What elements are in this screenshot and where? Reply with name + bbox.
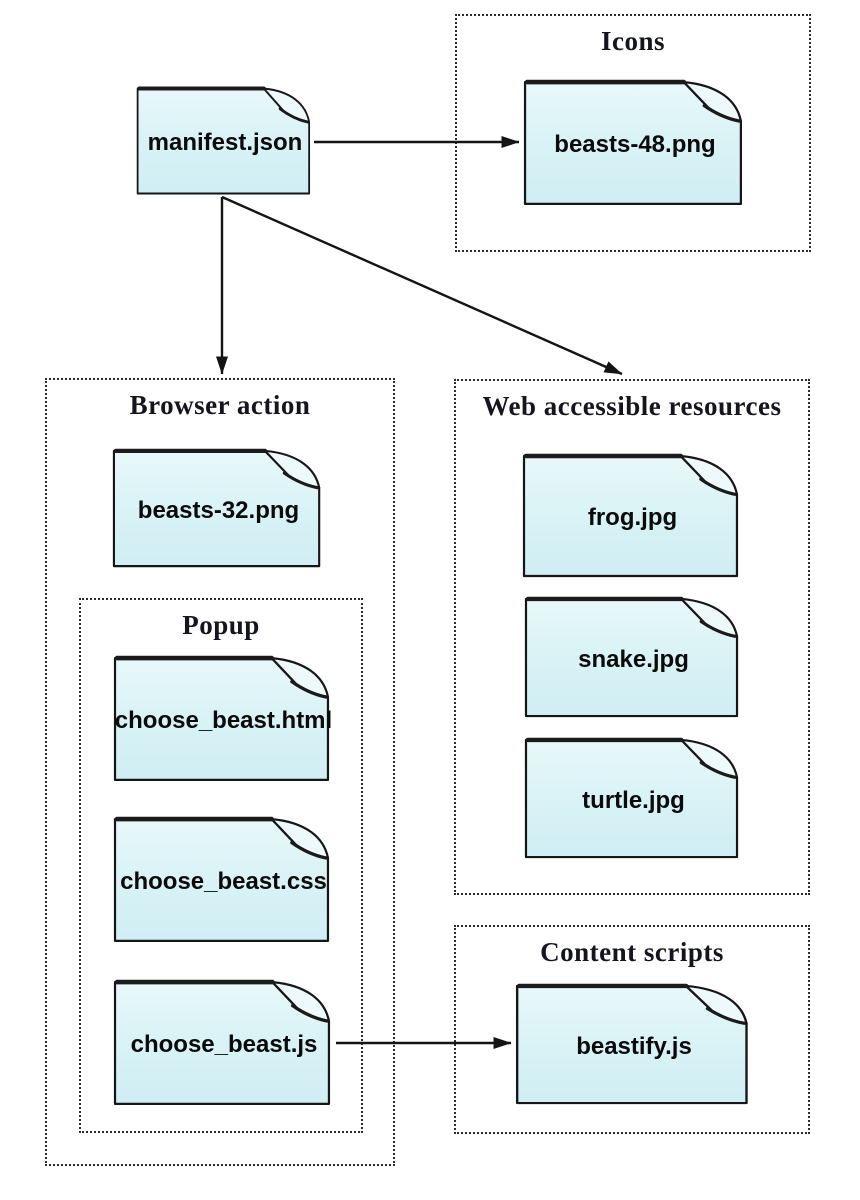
file-beasts-48-png: beasts-48.png bbox=[523, 78, 747, 208]
document-icon bbox=[113, 655, 330, 782]
document-icon bbox=[522, 453, 739, 578]
group-icons-label: Icons bbox=[600, 26, 665, 56]
file-snake-jpg: snake.jpg bbox=[524, 595, 743, 720]
file-manifest-json: manifest.json bbox=[136, 85, 314, 197]
group-icons: Icons bbox=[455, 14, 811, 252]
file-label-manifest-json: manifest.json bbox=[147, 129, 303, 156]
document-icon bbox=[515, 983, 748, 1105]
file-beastify-js: beastify.js bbox=[515, 982, 753, 1107]
document-icon bbox=[524, 737, 739, 859]
group-popup-label: Popup bbox=[182, 610, 260, 640]
file-frog-jpg: frog.jpg bbox=[522, 452, 743, 580]
file-label-beasts-32-png: beasts-32.png bbox=[137, 496, 300, 524]
group-popup: Popup bbox=[79, 598, 363, 1133]
group-web-accessible-resources: Web accessible resources bbox=[454, 379, 810, 895]
group-browser-action-label: Browser action bbox=[129, 390, 311, 420]
file-choose-beast-js: choose_beast.js bbox=[113, 978, 335, 1108]
document-icon bbox=[523, 79, 743, 206]
document-icon bbox=[136, 86, 311, 195]
file-label-snake-jpg: snake.jpg bbox=[578, 645, 689, 673]
group-browser-action: Browser action bbox=[45, 378, 395, 1166]
document-icon bbox=[113, 816, 330, 943]
file-choose-beast-html: choose_beast.html bbox=[113, 654, 334, 784]
file-label-choose-beast-css: choose_beast.css bbox=[120, 868, 327, 895]
file-label-choose-beast-js: choose_beast.js bbox=[130, 1031, 318, 1058]
group-content-scripts-label: Content scripts bbox=[540, 937, 724, 967]
file-choose-beast-css: choose_beast.css bbox=[113, 815, 334, 945]
file-beasts-32-png: beasts-32.png bbox=[112, 447, 325, 570]
group-content-scripts: Content scripts bbox=[454, 925, 810, 1134]
document-icon bbox=[112, 448, 321, 568]
file-label-frog-jpg: frog.jpg bbox=[587, 504, 678, 531]
file-label-turtle-jpg: turtle.jpg bbox=[582, 786, 685, 814]
group-web-accessible-resources-label: Web accessible resources bbox=[482, 391, 782, 421]
file-label-beasts-48-png: beasts-48.png bbox=[554, 131, 716, 158]
document-icon bbox=[113, 979, 331, 1106]
file-turtle-jpg: turtle.jpg bbox=[524, 736, 743, 861]
file-label-beastify-js: beastify.js bbox=[576, 1032, 692, 1060]
file-label-choose-beast-html: choose_beast.html bbox=[114, 707, 333, 734]
document-icon bbox=[524, 596, 739, 718]
